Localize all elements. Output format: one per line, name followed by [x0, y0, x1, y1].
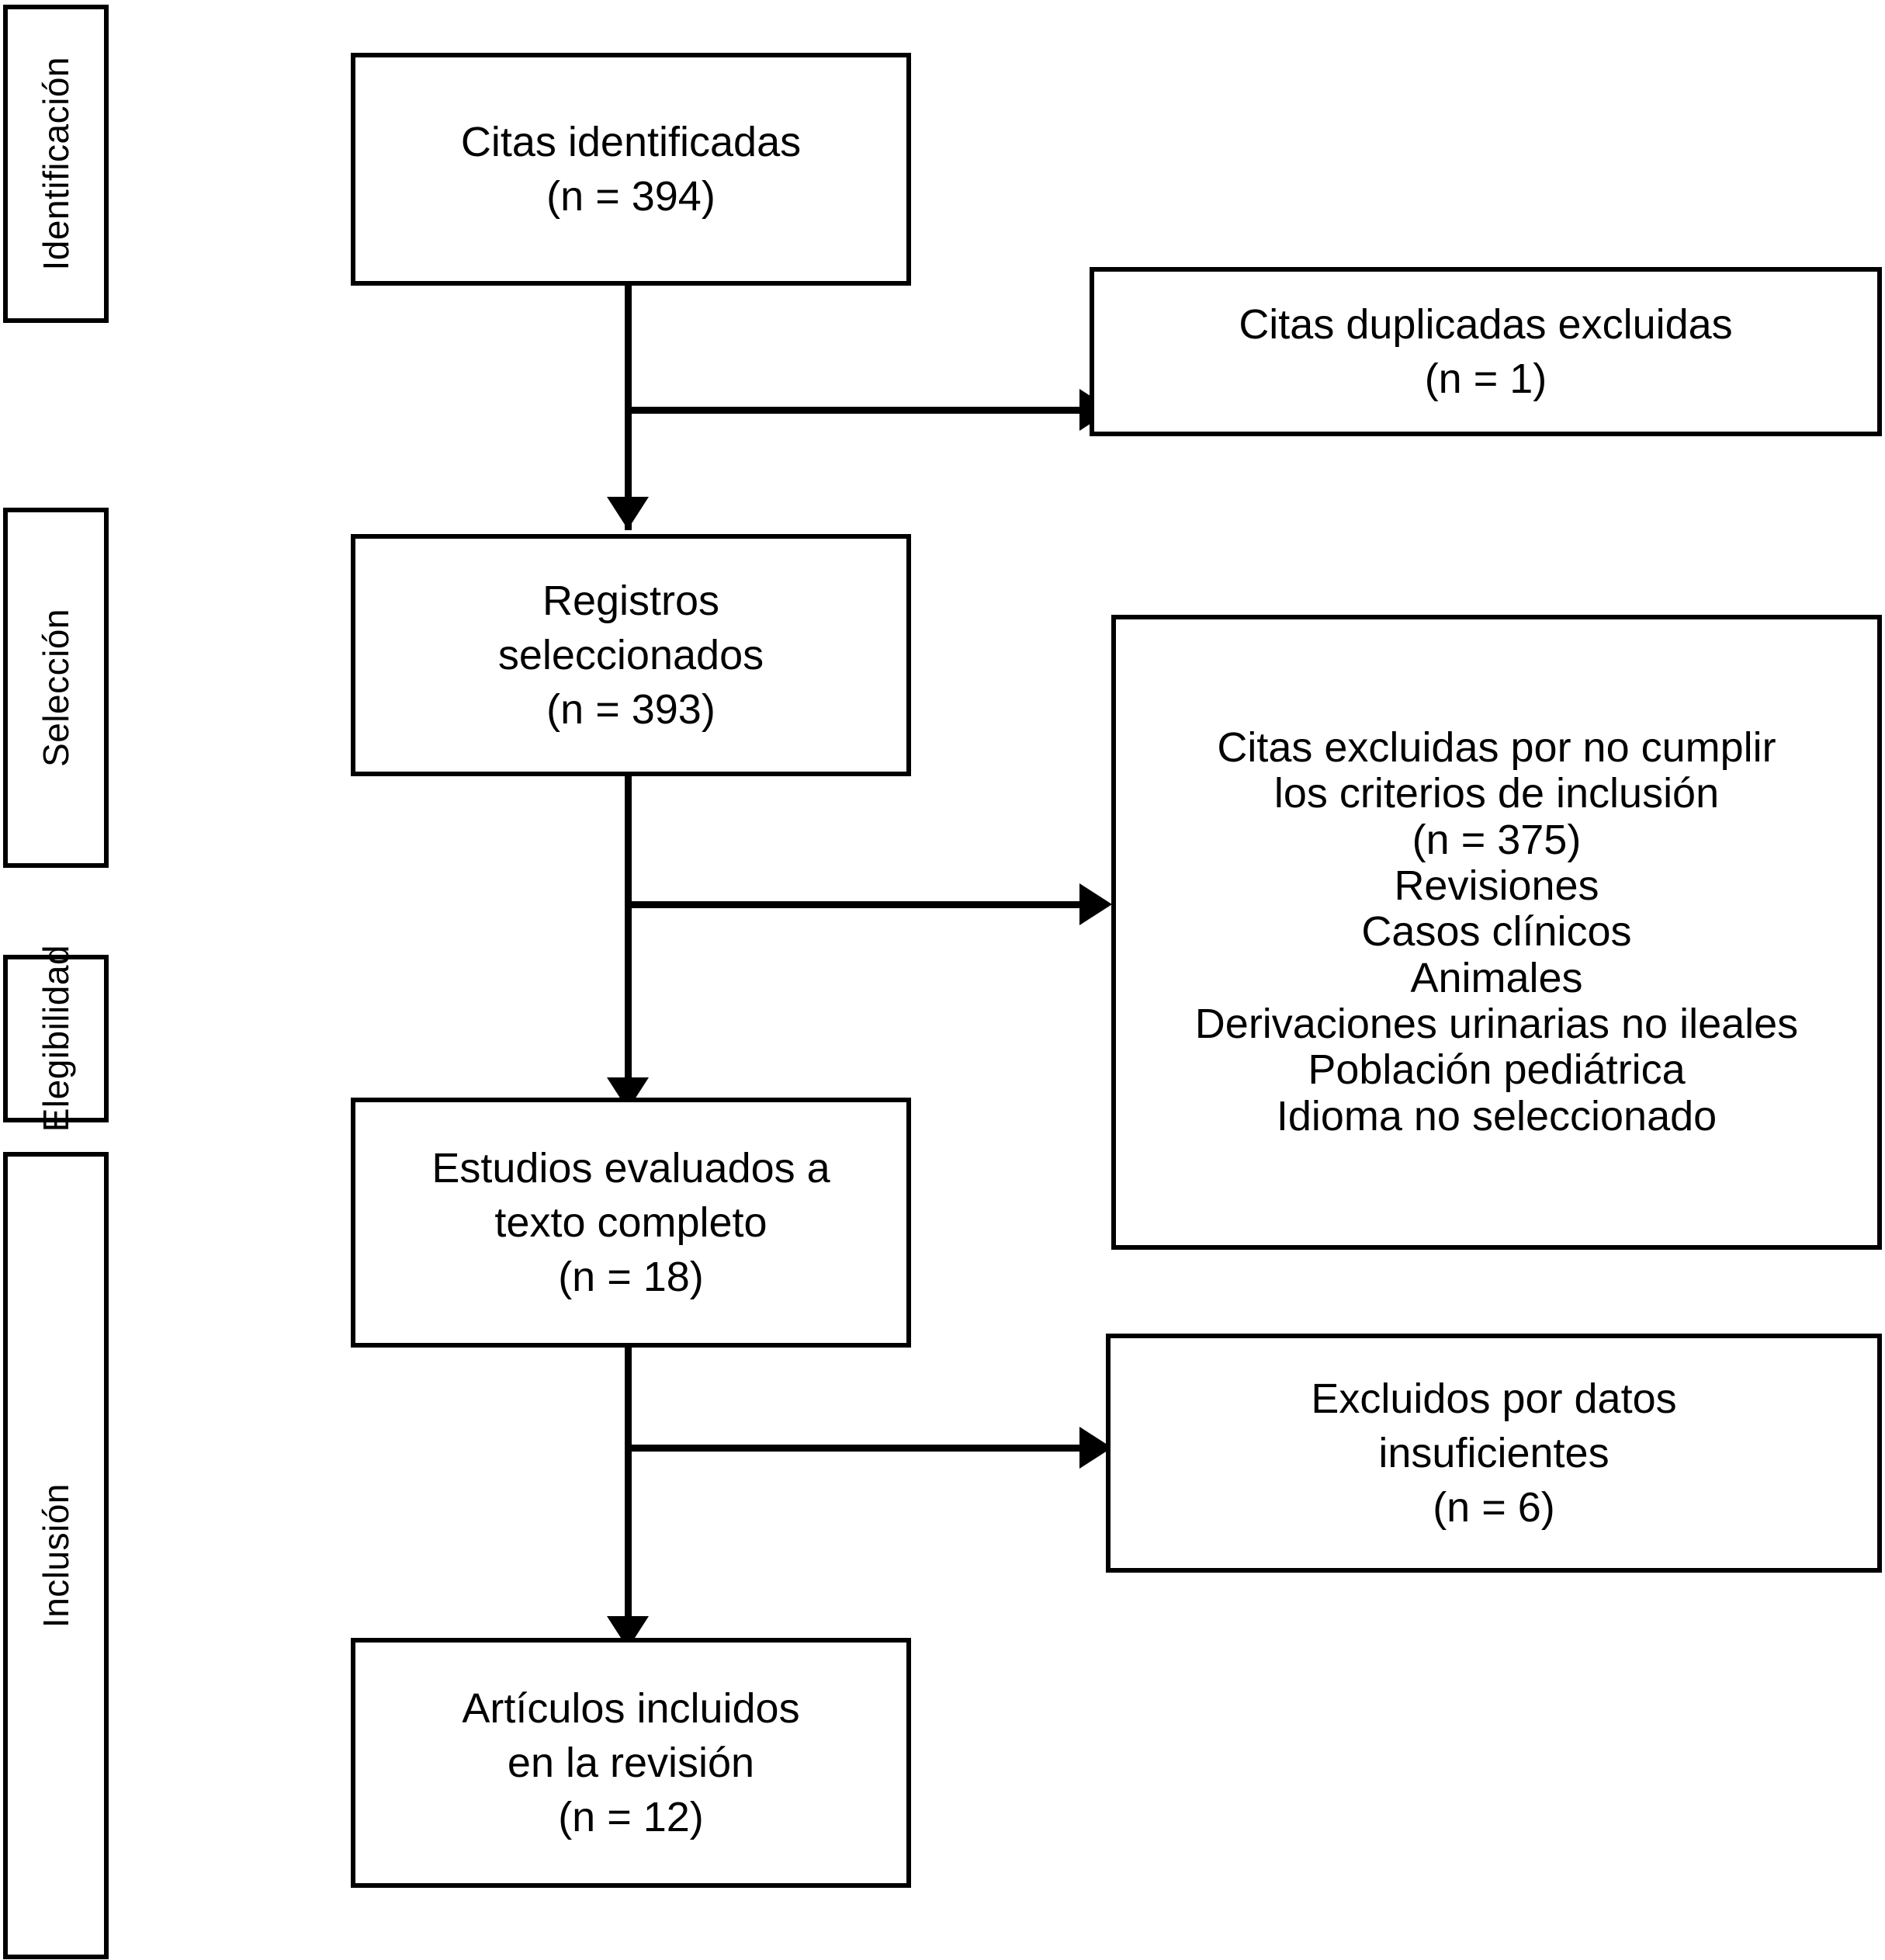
arrowhead-to-excluded-criteria: [1079, 883, 1112, 925]
connector-screened-to-excluded-criteria: [625, 901, 1083, 908]
box-excluidos-datos-insuficientes-line-2: insuficientes: [1378, 1429, 1610, 1476]
box-citas-identificadas: Citas identificadas (n = 394): [351, 53, 911, 286]
box-registros-seleccionados-line-3: (n = 393): [546, 686, 716, 734]
box-citas-excluidas-criterios-reason-2: Casos clínicos: [1361, 908, 1632, 956]
stage-label-inclusion-text: Inclusión: [36, 1483, 76, 1629]
connector-fulltext-to-included: [625, 1347, 632, 1650]
stage-label-elegibilidad-text: Elegibilidad: [36, 945, 76, 1133]
box-citas-identificadas-line-1: Citas identificadas: [460, 118, 802, 165]
box-citas-excluidas-criterios-line-1: Citas excluidas por no cumplir: [1217, 723, 1776, 771]
connector-screened-to-fulltext: [625, 776, 632, 1110]
box-citas-duplicadas-excluidas-line-1: Citas duplicadas excluidas: [1239, 300, 1733, 348]
stage-label-identificacion: Identificación: [3, 5, 109, 323]
box-citas-excluidas-criterios-reason-3: Animales: [1410, 954, 1583, 1001]
box-citas-duplicadas-excluidas-line-2: (n = 1): [1424, 356, 1547, 402]
stage-label-inclusion: Inclusión: [3, 1152, 109, 1959]
box-excluidos-datos-insuficientes-line-1: Excluidos por datos: [1311, 1375, 1677, 1422]
box-registros-seleccionados: Registros seleccionados (n = 393): [351, 534, 911, 776]
box-citas-excluidas-criterios-reason-1: Revisiones: [1394, 862, 1599, 909]
box-estudios-evaluados-line-1: Estudios evaluados a: [431, 1144, 830, 1192]
stage-label-elegibilidad: Elegibilidad: [3, 945, 109, 1133]
box-citas-duplicadas-excluidas: Citas duplicadas excluidas (n = 1): [1090, 267, 1882, 436]
box-citas-excluidas-criterios-line-3: (n = 375): [1412, 816, 1582, 863]
box-articulos-incluidos-line-3: (n = 12): [558, 1794, 704, 1841]
stage-label-identificacion-text: Identificación: [36, 57, 76, 271]
arrowhead-to-screened: [607, 497, 649, 529]
box-articulos-incluidos: Artículos incluidos en la revisión (n = …: [351, 1638, 911, 1888]
box-estudios-evaluados-texto-completo: Estudios evaluados a texto completo (n =…: [351, 1098, 911, 1348]
box-citas-excluidas-criterios-reason-5: Población pediátrica: [1308, 1046, 1686, 1094]
box-registros-seleccionados-line-2: seleccionados: [497, 631, 764, 678]
box-registros-seleccionados-line-1: Registros: [542, 577, 720, 624]
box-articulos-incluidos-line-2: en la revisión: [507, 1739, 755, 1786]
box-citas-excluidas-criterios: Citas excluidas por no cumplir los crite…: [1111, 615, 1882, 1250]
box-estudios-evaluados-line-2: texto completo: [494, 1199, 768, 1246]
box-estudios-evaluados-line-3: (n = 18): [558, 1254, 704, 1301]
box-citas-excluidas-criterios-line-2: los criterios de inclusión: [1273, 770, 1720, 817]
stage-label-seleccion: Selección: [3, 508, 109, 868]
box-citas-excluidas-criterios-reason-4: Derivaciones urinarias no ileales: [1194, 1001, 1799, 1048]
stage-label-seleccion-text: Selección: [36, 609, 76, 767]
box-excluidos-datos-insuficientes: Excluidos por datos insuficientes (n = 6…: [1106, 1334, 1882, 1573]
box-citas-excluidas-criterios-reason-6: Idioma no seleccionado: [1276, 1092, 1717, 1140]
connector-identified-to-duplicates: [625, 407, 1083, 414]
box-articulos-incluidos-line-1: Artículos incluidos: [462, 1684, 800, 1732]
box-citas-identificadas-line-2: (n = 394): [546, 173, 716, 220]
box-excluidos-datos-insuficientes-line-3: (n = 6): [1433, 1484, 1555, 1532]
connector-fulltext-to-excluded-insufficient: [625, 1445, 1083, 1452]
